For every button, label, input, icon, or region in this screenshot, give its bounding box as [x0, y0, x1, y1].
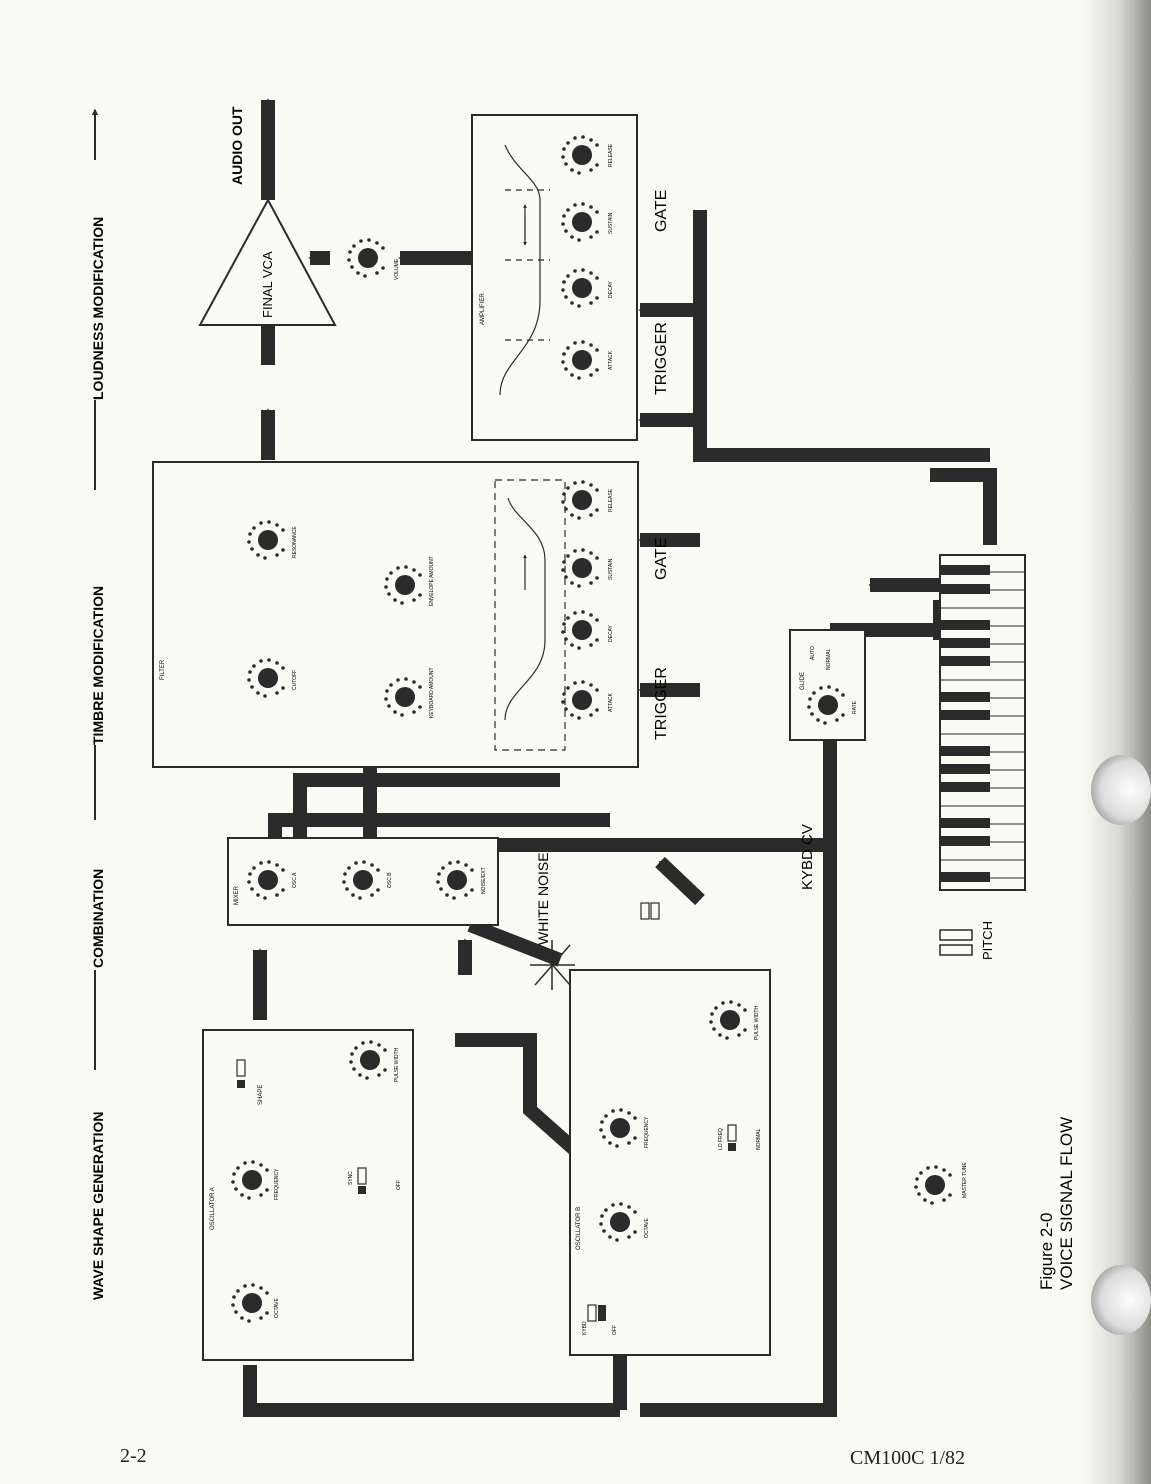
- osc-b-pulse-width-label: PULSE WIDTH: [754, 1005, 760, 1040]
- osc-a-shape-switch[interactable]: [236, 1059, 246, 1088]
- volume-label: VOLUME: [394, 258, 400, 280]
- filter-panel: [152, 461, 639, 768]
- audio-out-label: AUDIO OUT: [229, 106, 245, 185]
- glide-rate-label: RATE: [852, 700, 858, 714]
- osc-b-kybd-label: KYBD: [582, 1321, 588, 1335]
- osc-a-sync-switch[interactable]: [357, 1167, 367, 1194]
- amplifier-panel: [471, 114, 638, 441]
- amp-trigger-label: TRIGGER: [653, 322, 670, 395]
- envelope-amount-label: ENVELOPE AMOUNT: [429, 556, 435, 606]
- figure-title: VOICE SIGNAL FLOW: [1057, 1117, 1076, 1290]
- glide-panel: [789, 629, 866, 741]
- pitch-label: PITCH: [980, 921, 995, 960]
- amp-decay-label: DECAY: [608, 280, 614, 298]
- osc-b-frequency-label: FREQUENCY: [644, 1116, 650, 1148]
- page-edge-shadow: [1081, 0, 1151, 1484]
- kybd-cv-label: KYBD CV: [799, 824, 816, 890]
- cutoff-label: CUTOFF: [292, 670, 298, 690]
- document-code: CM100C 1/82: [850, 1447, 966, 1469]
- osc-a-shape-label: SHAPE: [258, 1085, 264, 1105]
- stage-wave-shape: WAVE SHAPE GENERATION: [90, 1111, 106, 1300]
- amp-gate-label: GATE: [653, 190, 670, 232]
- osc-b-title: OSCILLATOR B: [576, 1207, 582, 1250]
- amplifier-title: AMPLIFIER: [480, 293, 486, 325]
- stage-combination: COMBINATION: [90, 869, 106, 968]
- filter-attack-label: ATTACK: [608, 692, 614, 712]
- glide-normal: NORMAL: [826, 648, 832, 670]
- binder-hole-bottom: [1091, 1265, 1151, 1335]
- osc-a-frequency-label: FREQUENCY: [274, 1168, 280, 1200]
- master-tune-knob[interactable]: [914, 1165, 952, 1205]
- glide-title: GLIDE: [800, 672, 806, 690]
- osc-a-octave-label: OCTAVE: [274, 1298, 280, 1318]
- mixer-osc-b-label: OSC B: [387, 872, 393, 888]
- glide-auto: AUTO: [810, 646, 816, 660]
- final-vca-triangle: [198, 197, 337, 326]
- amp-attack-label: ATTACK: [608, 350, 614, 370]
- final-vca-label: FINAL VCA: [260, 251, 275, 318]
- osc-b-panel: [569, 969, 771, 1356]
- osc-b-octave-label: OCTAVE: [644, 1218, 650, 1238]
- amp-envelope-curve: [499, 144, 541, 396]
- mixer-osc-a-label: OSC A: [292, 872, 298, 888]
- filter-gate-label: GATE: [653, 538, 670, 580]
- osc-a-sync-label: SYNC: [348, 1171, 354, 1185]
- amp-sustain-label: SUSTAIN: [608, 212, 614, 234]
- osc-a-pulse-width-label: PULSE WIDTH: [394, 1047, 400, 1082]
- filter-title: FILTER: [160, 659, 166, 680]
- keyboard[interactable]: [939, 554, 1026, 891]
- filter-env-box: [494, 479, 566, 751]
- osc-b-lo-freq-switch[interactable]: [727, 1124, 737, 1151]
- white-noise-icon: [530, 940, 575, 990]
- stage-timbre: TIMBRE MODIFICATION: [90, 586, 106, 745]
- osc-b-kybd-switch[interactable]: [587, 1304, 606, 1322]
- filter-trigger-label: TRIGGER: [653, 667, 670, 740]
- filter-release-label: RELEASE: [608, 488, 614, 512]
- osc-b-sync-indicator[interactable]: [640, 902, 660, 920]
- stage-loudness: LOUDNESS MODIFICATION: [90, 217, 106, 400]
- osc-a-off-label: OFF: [396, 1180, 402, 1190]
- osc-b-off-label: OFF: [612, 1325, 618, 1335]
- amp-release-label: RELEASE: [608, 143, 614, 167]
- filter-sustain-label: SUSTAIN: [608, 558, 614, 580]
- keyboard-amount-label: KEYBOARD AMOUNT: [429, 667, 435, 718]
- mixer-title: MIXER: [234, 885, 240, 905]
- osc-a-title: OSCILLATOR A: [210, 1187, 216, 1230]
- volume-knob[interactable]: [347, 238, 385, 278]
- pitch-wheel[interactable]: [939, 929, 973, 956]
- white-noise-label: WHITE NOISE: [535, 852, 551, 945]
- page-number: 2-2: [120, 1445, 147, 1467]
- binder-hole-top: [1091, 755, 1151, 825]
- filter-decay-label: DECAY: [608, 624, 614, 642]
- osc-b-lo-freq-label: LO FREQ: [718, 1128, 724, 1150]
- figure-number: Figure 2-0: [1037, 1213, 1056, 1290]
- resonance-label: RESONANCE: [292, 526, 298, 558]
- osc-b-normal-label: NORMAL: [756, 1128, 762, 1150]
- mixer-noise-label: NOISE/EXT: [481, 867, 487, 894]
- master-tune-label: MASTER TUNE: [962, 1162, 968, 1198]
- osc-a-panel: [202, 1029, 414, 1361]
